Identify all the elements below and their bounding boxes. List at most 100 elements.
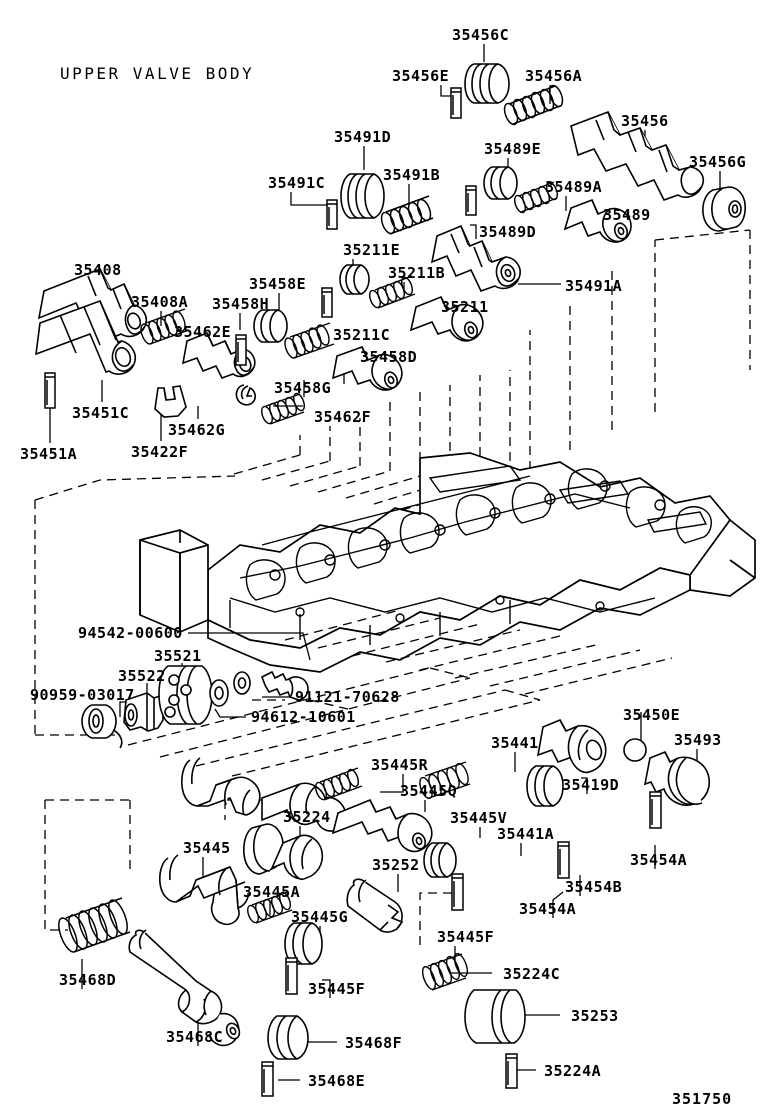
part-90959-03017 [81,704,123,749]
part-number-label: 35450E [623,706,681,724]
part-number-label: 35458H [212,295,270,313]
part-35456E [450,87,462,119]
part-number-label: 35224 [283,808,331,826]
part-number-label: 35468C [166,1028,224,1046]
part-35458G-spring [284,322,335,359]
part-35408A-spring [140,308,190,345]
part-number-label: 35224A [544,1062,602,1080]
part-number-label: 35408A [131,293,189,311]
part-number-label: 35456G [689,153,747,171]
part-number-label: 90959-03017 [30,686,135,704]
part-35445G-plug [284,922,323,965]
part-number-label: 94612-10601 [251,708,356,726]
part-35458E-plug [253,309,288,343]
part-number-label: 35458E [249,275,307,293]
part-35468E-pin [261,1061,274,1097]
part-35456-valve [570,111,705,201]
part-number-label: 35456E [392,67,450,85]
part-number-label: 35489E [484,140,542,158]
part-35445A-spring [247,891,293,924]
part-number-label: 35211C [333,326,391,344]
part-number-label: 35489A [545,178,603,196]
part-35422F-clip [154,385,187,418]
page-title: UPPER VALVE BODY [60,64,255,83]
part-number-label: 35454B [565,878,623,896]
part-35468C-valve [128,929,241,1047]
part-number-label: 35211E [343,241,401,259]
part-35489D-pin [465,185,477,216]
part-number-label: 35422F [131,443,189,461]
part-number-label: 35253 [571,1007,619,1025]
part-91121-70628-bolt [260,670,309,701]
part-35493-valve [643,750,710,806]
part-35441A-spring [419,761,471,800]
part-35445-valve [159,854,249,926]
part-number-label: 35445 [183,839,231,857]
part-35489A-spring [514,181,558,214]
part-number-label: 35456 [621,112,669,130]
part-35451C-sleeve [35,299,137,375]
part-35451A-pin [44,372,56,409]
part-number-label: 35451C [72,404,130,422]
part-number-label: 35458D [360,348,418,366]
part-number-label: 35211B [388,264,446,282]
part-35450E-ball [623,738,647,762]
part-number-label: 35493 [674,731,722,749]
part-35489E-plug [483,166,518,200]
part-94612-10601-washer [209,679,229,707]
part-35252-body [346,878,404,933]
part-number-label: 35408 [74,261,122,279]
part-number-label: 35211 [441,298,489,316]
part-35489-valve [563,198,632,243]
part-number-label: 35489D [479,223,537,241]
part-number-label: 35224C [503,965,561,983]
part-35468F-plug [267,1015,309,1060]
part-35462G-clip [235,384,256,406]
diagram-number: 351750 [672,1090,733,1108]
part-number-label: 35445F [308,980,366,998]
part-35224C-spring [421,952,469,991]
part-35224A-pin [505,1053,518,1089]
part-number-label: 35419D [562,776,620,794]
part-35445V-plug [423,842,457,878]
part-number-label: 35445F [437,928,495,946]
part-number-label: 35458G [274,379,332,397]
part-number-label: 35521 [154,647,202,665]
part-35419D-valve [536,718,607,774]
part-number-label: 35522 [118,667,166,685]
part-number-label: 35462G [168,421,226,439]
part-35491D-plug [340,173,385,219]
part-number-label: 35441A [497,825,555,843]
part-35445F-pin-right [451,873,464,911]
part-number-label: 35491C [268,174,326,192]
part-number-label: 91121-70628 [295,688,400,706]
part-35211-valve [409,295,484,342]
part-35491A-valve [430,224,521,292]
valve-body-casting [139,452,756,673]
part-number-label: 35454A [630,851,688,869]
part-35456A-spring [503,84,564,126]
part-number-label: 35456C [452,26,510,44]
part-number-label: 35491A [565,277,623,295]
part-35454B-plug [526,765,564,807]
part-number-label: 94542-00600 [78,624,183,642]
part-35468D-spring [58,897,131,953]
part-35454A-pin-right [649,791,662,829]
part-35456G-plug [702,186,746,232]
part-number-label: 35456A [525,67,583,85]
part-number-label: 35491D [334,128,392,146]
part-number-label: 35454A [519,900,577,918]
part-number-label: 35489 [603,206,651,224]
part-number-label: 35468D [59,971,117,989]
part-35522-plunger [123,692,164,732]
part-number-label: 35462E [174,323,232,341]
part-35253-drum [464,989,526,1044]
part-35491C-pin [326,199,338,230]
part-35456C [464,63,510,104]
part-94542-00600-washer [233,671,251,695]
part-number-label: 35462F [314,408,372,426]
part-35491B-spring [380,195,434,235]
part-35211E-plug [339,264,370,295]
